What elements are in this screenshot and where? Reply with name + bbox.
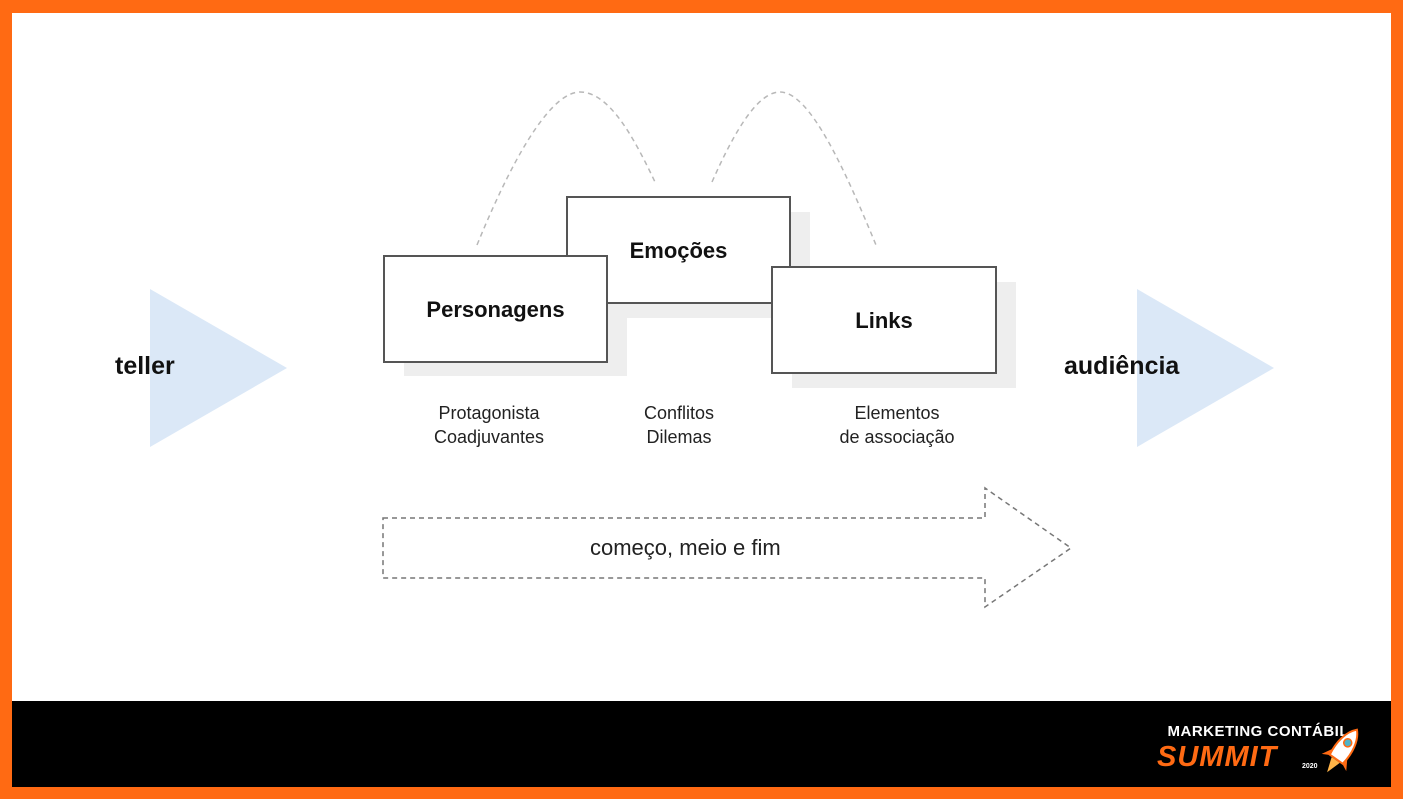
card-personagens-line1: Protagonista [438, 403, 540, 423]
footer-bar: MARKETING CONTÁBIL SUMMIT 2020 [12, 701, 1391, 787]
timeline-label: começo, meio e fim [590, 535, 781, 560]
logo-line1: MARKETING CONTÁBIL [1167, 723, 1349, 740]
card-links-line1: Elementos [854, 403, 940, 423]
card-personagens-box [383, 255, 608, 363]
teller-label: teller [115, 352, 175, 380]
card-links-title: Links [855, 308, 913, 333]
card-links-box [771, 266, 997, 374]
arc-right [711, 91, 877, 246]
card-links-line2: de associação [839, 427, 955, 447]
timeline-arrow [382, 486, 1073, 609]
card-emocoes-line2: Dilemas [646, 427, 712, 447]
teller-triangle [150, 289, 287, 447]
arc-left [476, 91, 656, 246]
card-emocoes-title: Emoções [629, 238, 728, 263]
card-emocoes-line1: Conflitos [643, 403, 715, 423]
rocket-icon [1321, 728, 1359, 773]
audience-triangle [1137, 289, 1274, 447]
logo-line2: SUMMIT [1157, 741, 1278, 773]
logo-year: 2020 [1302, 763, 1318, 770]
audience-label: audiência [1064, 352, 1180, 380]
card-personagens-title: Personagens [426, 297, 565, 322]
card-personagens-line2: Coadjuvantes [433, 427, 545, 447]
